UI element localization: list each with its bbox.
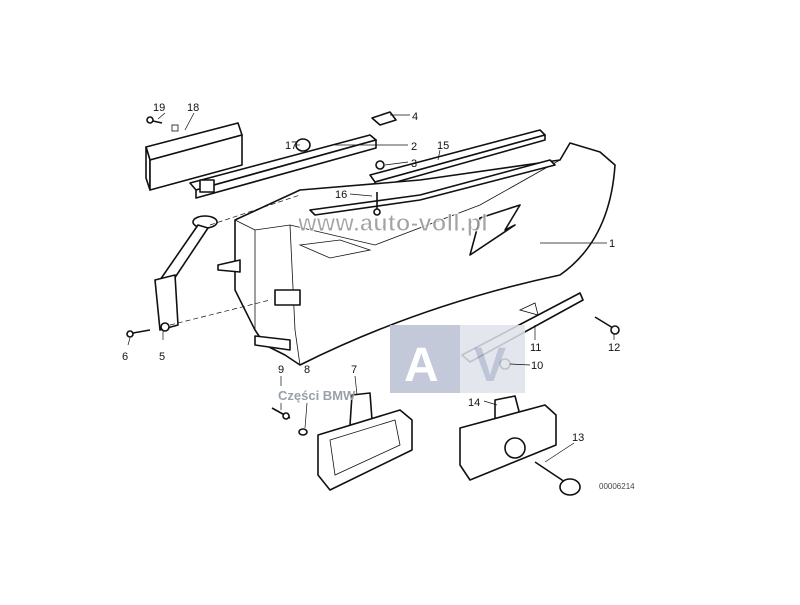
callout-8: 8: [304, 364, 310, 376]
callout-2: 2: [411, 141, 417, 153]
logo-letter-a: A: [404, 339, 439, 392]
callout-17: 17: [285, 140, 297, 152]
callout-9: 9: [278, 364, 284, 376]
watermark-caption: Części BMW: [278, 388, 356, 403]
callout-18: 18: [187, 102, 199, 114]
part-15-strip: [369, 129, 546, 189]
callout-6: 6: [122, 351, 128, 363]
logo-letter-v: V: [474, 339, 506, 392]
part-4-clip: [371, 111, 397, 126]
callout-15: 15: [437, 140, 449, 152]
callout-13: 13: [572, 432, 584, 444]
drawing-number: 00006214: [599, 482, 635, 491]
callout-11: 11: [530, 342, 541, 354]
part-19-screw: [146, 116, 163, 124]
callout-19: 19: [153, 102, 165, 114]
part-3-nut: [375, 160, 385, 170]
watermark-url: www.auto-voll.pl: [297, 210, 488, 237]
callout-7: 7: [351, 364, 357, 376]
part-5-support-strut: [154, 215, 218, 332]
av-logo: A V: [390, 325, 525, 393]
callout-10: 10: [531, 360, 543, 372]
callout-labels: 19 18 4 17 2 15 3 16 1 6 5 11 12 10 9 8 …: [122, 102, 635, 491]
part-13-lock-handle: [459, 395, 557, 481]
part-12-screw: [594, 316, 620, 335]
part-1-glovebox: [217, 142, 616, 366]
callout-4: 4: [412, 111, 418, 123]
callout-12: 12: [608, 342, 620, 354]
part-8-washer: [298, 428, 308, 436]
callout-3: 3: [411, 158, 417, 170]
assembly-line: [169, 299, 271, 326]
part-6-screw: [126, 329, 151, 338]
part-16-screw: [373, 192, 381, 216]
key-icon: [534, 461, 581, 496]
callout-5: 5: [159, 351, 165, 363]
callout-14: 14: [468, 397, 480, 409]
leader-lines: [127, 112, 615, 463]
part-7-handle: [317, 392, 413, 491]
part-9-screw: [271, 407, 291, 420]
callout-1: 1: [609, 238, 615, 250]
callout-16: 16: [335, 189, 347, 201]
part-2-hinge-strip: [189, 134, 377, 199]
part-18-cover-panel: [145, 122, 243, 191]
